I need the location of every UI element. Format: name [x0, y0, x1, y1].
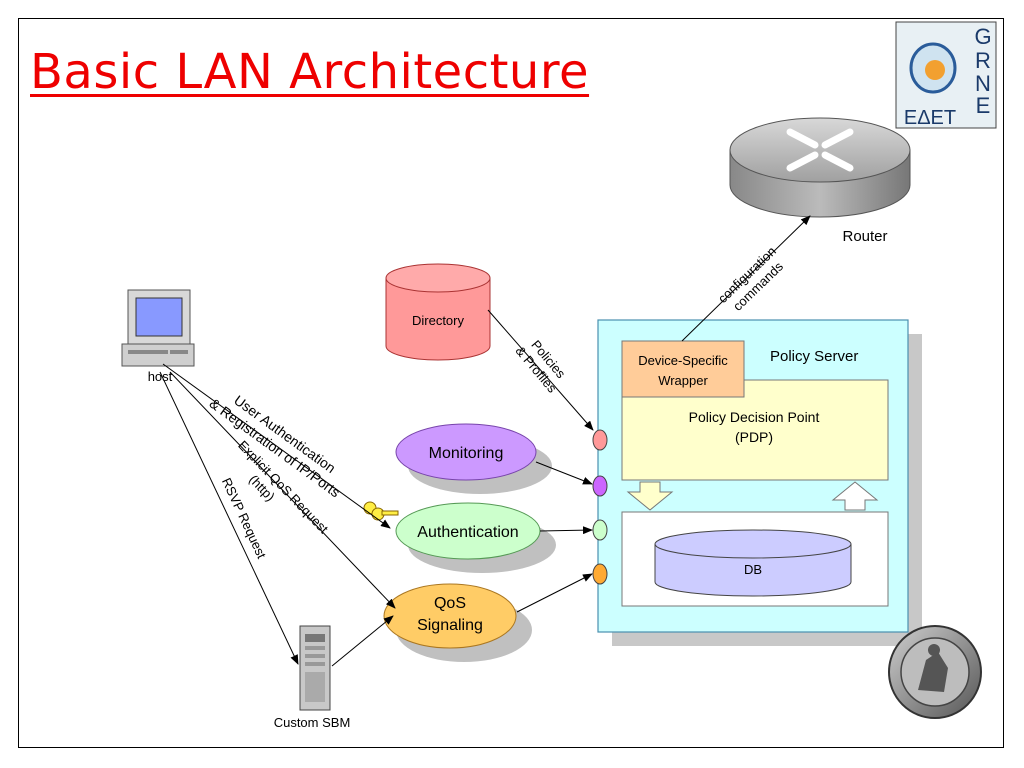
port-authentication — [592, 519, 608, 541]
edge-authentication-to-server — [539, 526, 593, 535]
policies-profiles-label: Policies & Profiles — [513, 337, 569, 396]
wrapper-box — [621, 340, 745, 398]
port-directory — [592, 429, 608, 451]
directory-label: Directory — [412, 313, 465, 328]
edge-host-to-sbm — [159, 371, 299, 665]
edge-wrapper-to-router — [681, 215, 811, 342]
logo-letter-g: G — [974, 24, 991, 49]
wrapper-label-line2: Wrapper — [658, 373, 708, 388]
host-computer-icon — [121, 289, 195, 367]
custom-sbm-server-icon — [299, 625, 331, 711]
edge-host-to-authentication — [162, 363, 391, 529]
db-label: DB — [744, 562, 762, 577]
custom-sbm-label: Custom SBM — [274, 715, 351, 730]
db-cylinder-icon — [654, 529, 852, 597]
directory-cylinder-icon — [385, 263, 491, 361]
monitoring-node — [395, 423, 537, 481]
policy-server-label: Policy Server — [770, 348, 858, 365]
qos-label-line2: Signaling — [417, 617, 483, 634]
pdp-label-line2: (PDP) — [735, 429, 773, 445]
port-monitoring — [592, 475, 608, 497]
slide-frame — [18, 18, 1004, 748]
slide-title: Basic LAN Architecture — [30, 44, 590, 100]
qos-signaling-node — [383, 583, 517, 649]
edge-sbm-to-qos — [331, 615, 394, 667]
logo-letter-e: E — [976, 93, 991, 118]
logo-letter-r: R — [975, 48, 991, 73]
pdp-to-db-arrow-icon — [626, 481, 674, 511]
router-icon — [729, 117, 911, 218]
pdp-label-line1: Policy Decision Point — [689, 409, 820, 425]
edge-qos-to-server — [516, 573, 593, 613]
wrapper-label-line1: Device-Specific — [638, 353, 728, 368]
key-icon — [363, 501, 399, 521]
logo-letter-n: N — [975, 71, 991, 96]
edge-monitoring-to-server — [535, 461, 593, 485]
authentication-label: Authentication — [417, 524, 518, 541]
qos-label-line1: QoS — [434, 595, 466, 612]
host-label: host — [148, 369, 173, 384]
db-to-pdp-arrow-icon — [831, 481, 879, 511]
grnet-logo: G R N E ΕΔΕΤ — [895, 21, 997, 129]
logo-bottom-text: ΕΔΕΤ — [904, 107, 956, 129]
edge-directory-to-server — [487, 309, 594, 431]
monitoring-label: Monitoring — [429, 445, 504, 462]
edge-host-to-qos — [169, 371, 396, 609]
university-seal-icon — [888, 625, 982, 719]
router-label: Router — [842, 228, 887, 245]
port-qos — [592, 563, 608, 585]
logo-dot-icon — [925, 60, 945, 80]
config-commands-label: configuration commands — [715, 244, 787, 314]
